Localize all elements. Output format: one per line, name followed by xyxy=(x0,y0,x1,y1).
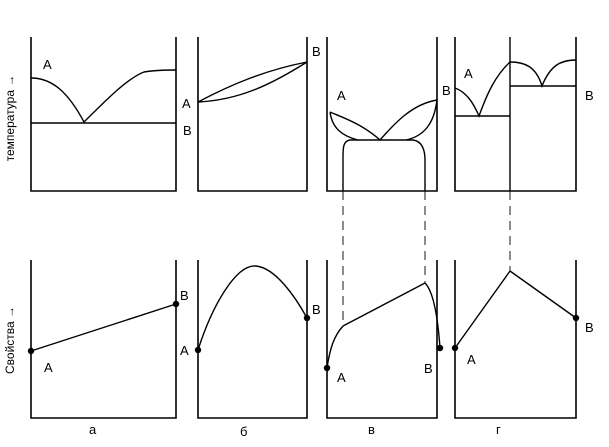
panel-g-label-b-bottom: B xyxy=(585,320,594,335)
panel-g-label-b-top-right: B xyxy=(585,88,594,103)
panel-v-label-a-top: A xyxy=(337,88,346,103)
panel-a-label-a-top: A xyxy=(43,57,52,72)
panel-g-bottom-frame xyxy=(454,260,577,419)
panel-g-point-a xyxy=(451,344,459,352)
panel-b-label-a-top: A xyxy=(182,96,191,111)
panel-g-point-b xyxy=(572,314,580,322)
panel-g-label-b-top-left: B xyxy=(442,83,451,98)
panel-v-alpha-boundary xyxy=(342,139,413,191)
panel-a-point-b xyxy=(172,300,180,308)
panel-v-solvus-right-upper xyxy=(405,99,438,141)
panel-b: A B A B б xyxy=(180,37,321,439)
panel-v: A A B в xyxy=(323,37,444,437)
panel-b-property-curve xyxy=(197,265,308,351)
properties-axis-title: Свойства → xyxy=(3,306,17,374)
panel-a-caption: а xyxy=(89,422,97,437)
panel-g-label-a-top: A xyxy=(464,66,473,81)
panel-b-caption: б xyxy=(240,424,247,439)
panel-v-label-b-bottom: B xyxy=(424,361,433,376)
panel-b-point-b xyxy=(303,314,311,322)
panel-v-point-b xyxy=(436,344,444,352)
panel-b-label-a-bottom: A xyxy=(180,343,189,358)
panel-v-property-right-branch xyxy=(424,282,441,349)
panel-a-liquidus xyxy=(30,69,177,124)
panel-b-solidus xyxy=(197,61,308,103)
panel-b-label-b-bottom: B xyxy=(312,302,321,317)
panel-v-property-middle xyxy=(342,282,426,327)
panel-v-bottom-frame xyxy=(326,260,438,419)
panel-v-caption: в xyxy=(368,422,375,437)
panel-a-point-a xyxy=(27,347,35,355)
panel-b-top-frame xyxy=(197,37,308,192)
panel-a-label-b-bottom: B xyxy=(180,288,189,303)
panel-v-label-a-bottom: A xyxy=(337,370,346,385)
panel-b-label-b-top: B xyxy=(312,44,321,59)
panel-a-property-line xyxy=(30,303,177,352)
panel-a-top-frame xyxy=(30,37,177,192)
panel-v-property-left-branch xyxy=(326,325,344,369)
panel-g-label-a-bottom: A xyxy=(467,352,476,367)
panel-b-point-a xyxy=(194,346,202,354)
panel-b-bottom-frame xyxy=(197,260,308,419)
temperature-axis-title: температура → xyxy=(3,75,17,162)
panel-g-property-right xyxy=(509,270,577,319)
panel-g-top-frame xyxy=(454,37,577,192)
panel-b-liquidus xyxy=(197,61,308,103)
panel-v-point-a xyxy=(323,364,331,372)
panel-g-caption: г xyxy=(496,422,501,437)
panel-a-bottom-frame xyxy=(30,260,177,419)
panel-v-liquidus-right xyxy=(379,99,438,141)
panel-v-top-frame xyxy=(326,37,438,192)
panel-v-liquidus-left xyxy=(329,111,381,141)
panel-a-label-a-bottom: A xyxy=(44,360,53,375)
panel-a-label-b-top: B xyxy=(183,123,192,138)
panel-g: A B B A B г xyxy=(442,37,594,437)
panel-g-property-left xyxy=(454,270,511,349)
panel-a: A B A B а xyxy=(27,37,192,437)
panel-v-solvus-left-upper xyxy=(329,111,359,141)
panel-v-beta-boundary xyxy=(412,139,426,191)
panel-g-liquidus-right xyxy=(509,59,577,89)
